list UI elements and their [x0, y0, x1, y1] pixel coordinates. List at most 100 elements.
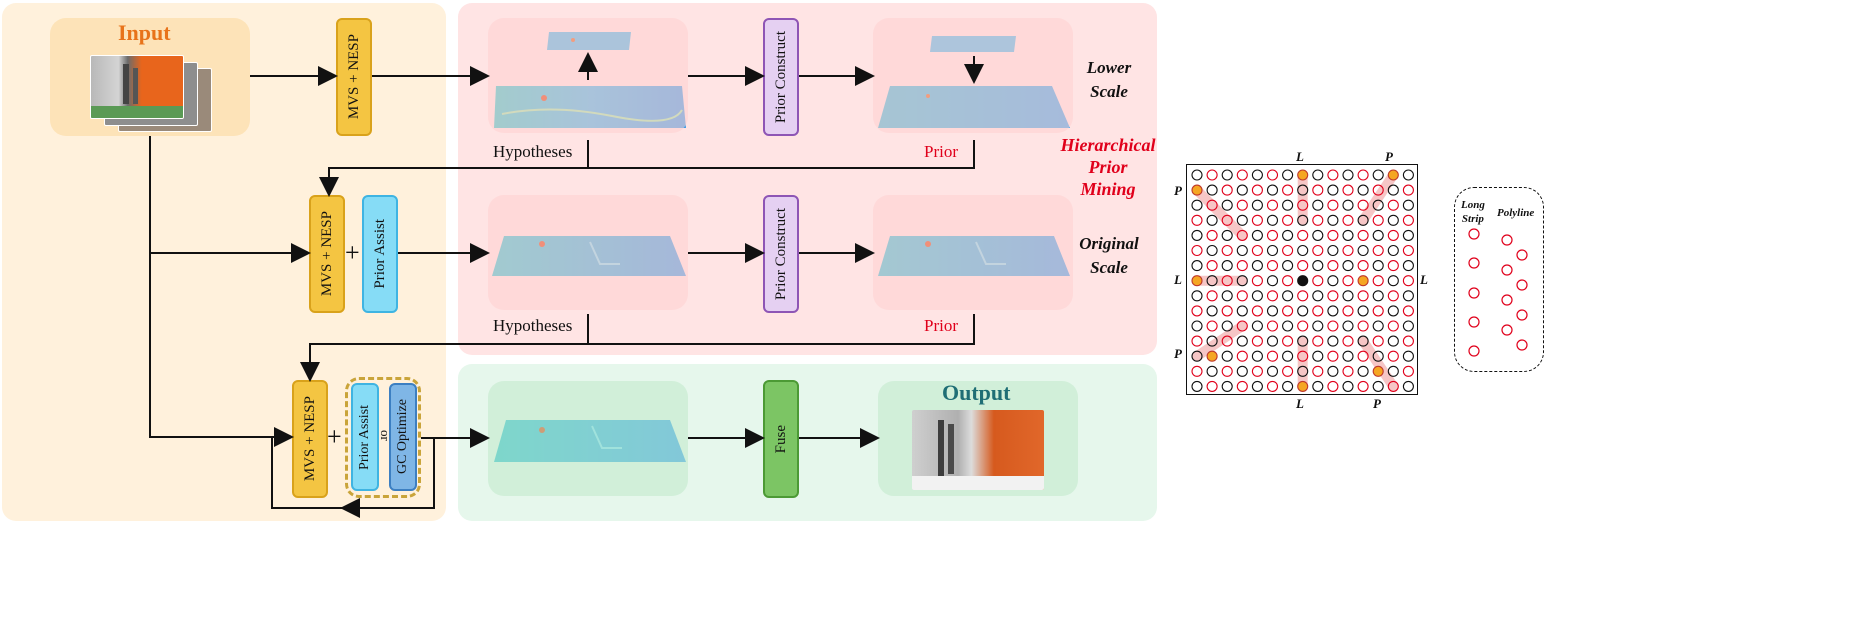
- grid-point: [1342, 335, 1354, 347]
- output-image: [912, 410, 1044, 490]
- stage2-hypotheses-label: Hypotheses: [493, 316, 573, 335]
- grid-point: [1372, 365, 1384, 377]
- grid-point: [1206, 275, 1218, 287]
- grid-point: [1372, 260, 1384, 272]
- grid-point: [1372, 305, 1384, 317]
- grid-point: [1206, 335, 1218, 347]
- grid-point: [1312, 199, 1324, 211]
- grid-point: [1342, 365, 1354, 377]
- grid-point: [1357, 380, 1369, 392]
- grid-point: [1297, 380, 1309, 392]
- grid-point: [1191, 184, 1203, 196]
- grid-point: [1357, 350, 1369, 362]
- stage3-prior-assist: Prior Assist: [351, 383, 379, 491]
- grid-point: [1221, 350, 1233, 362]
- stage3-gc-optimize: GC Optimize: [389, 383, 417, 491]
- grid-point: [1266, 320, 1279, 332]
- grid-point: [1327, 335, 1339, 347]
- grid-point: [1236, 214, 1248, 226]
- grid-point: [1191, 365, 1203, 377]
- grid-point: [1402, 229, 1414, 241]
- grid-point: [1266, 244, 1279, 257]
- grid-point: [1282, 199, 1294, 211]
- grid-point: [1342, 169, 1354, 181]
- input-title: Input: [118, 20, 171, 45]
- grid-point: [1327, 365, 1339, 377]
- grid-point: [1266, 199, 1279, 211]
- grid-point: [1251, 290, 1263, 302]
- grid-point: [1342, 214, 1354, 226]
- grid-label-top-l: L: [1296, 149, 1304, 164]
- grid-point: [1282, 275, 1294, 287]
- grid-point: [1312, 365, 1324, 377]
- grid-point: [1206, 365, 1218, 377]
- grid-point: [1297, 214, 1309, 226]
- grid-point: [1251, 214, 1263, 226]
- sampling-grid-frame: [1186, 164, 1418, 395]
- grid-point: [1236, 320, 1248, 332]
- grid-point: [1387, 260, 1399, 272]
- grid-point: [1357, 290, 1369, 302]
- grid-point: [1282, 320, 1294, 332]
- grid-point: [1342, 305, 1354, 317]
- grid-point: [1266, 169, 1279, 181]
- grid-point: [1312, 335, 1324, 347]
- grid-point: [1297, 290, 1309, 302]
- grid-point: [1236, 335, 1248, 347]
- grid-point: [1312, 380, 1324, 392]
- grid-point: [1221, 184, 1233, 196]
- grid-point: [1312, 275, 1324, 287]
- grid-point: [1282, 244, 1294, 257]
- grid-point: [1282, 335, 1294, 347]
- stage1-prior-label: Prior: [924, 142, 958, 161]
- grid-point: [1221, 365, 1233, 377]
- grid-point: [1357, 184, 1369, 196]
- grid-point: [1357, 214, 1369, 226]
- grid-point: [1282, 214, 1294, 226]
- grid-point: [1402, 290, 1414, 302]
- grid-point: [1251, 380, 1263, 392]
- grid-point: [1206, 199, 1218, 211]
- stage3-plus: +: [327, 422, 342, 451]
- grid-point: [1282, 184, 1294, 196]
- grid-point: [1312, 305, 1324, 317]
- output-title: Output: [942, 380, 1011, 405]
- grid-point: [1372, 335, 1384, 347]
- stage1-hypotheses-label: Hypotheses: [493, 142, 573, 161]
- grid-point: [1312, 214, 1324, 226]
- grid-point: [1402, 320, 1414, 332]
- grid-point: [1282, 380, 1294, 392]
- grid-label-left-p-bottom: P: [1174, 346, 1182, 361]
- grid-point: [1266, 214, 1279, 226]
- grid-point: [1266, 305, 1279, 317]
- grid-point: [1327, 244, 1339, 257]
- grid-point: [1327, 184, 1339, 196]
- grid-point: [1236, 350, 1248, 362]
- grid-point: [1357, 275, 1369, 287]
- grid-point: [1282, 365, 1294, 377]
- grid-point: [1297, 335, 1309, 347]
- grid-point: [1221, 229, 1233, 241]
- grid-point: [1387, 290, 1399, 302]
- grid-point: [1266, 229, 1279, 241]
- grid-point: [1402, 275, 1414, 287]
- pattern-points: [1468, 228, 1528, 357]
- grid-point: [1387, 305, 1399, 317]
- grid-point: [1236, 184, 1248, 196]
- grid-label-top-p: P: [1385, 149, 1393, 164]
- grid-point: [1342, 350, 1354, 362]
- grid-point: [1327, 380, 1339, 392]
- grid-point: [1357, 169, 1369, 181]
- grid-point: [1191, 229, 1203, 241]
- polyline-label: Polyline: [1497, 207, 1535, 219]
- grid-point: [1402, 260, 1414, 272]
- grid-point: [1282, 229, 1294, 241]
- grid-point: [1387, 380, 1399, 392]
- grid-point: [1236, 169, 1248, 181]
- grid-point: [1191, 380, 1203, 392]
- grid-point: [1236, 244, 1248, 257]
- grid-point: [1327, 275, 1339, 287]
- stage3-or: or: [378, 430, 393, 441]
- grid-point: [1221, 290, 1233, 302]
- grid-point: [1191, 260, 1203, 272]
